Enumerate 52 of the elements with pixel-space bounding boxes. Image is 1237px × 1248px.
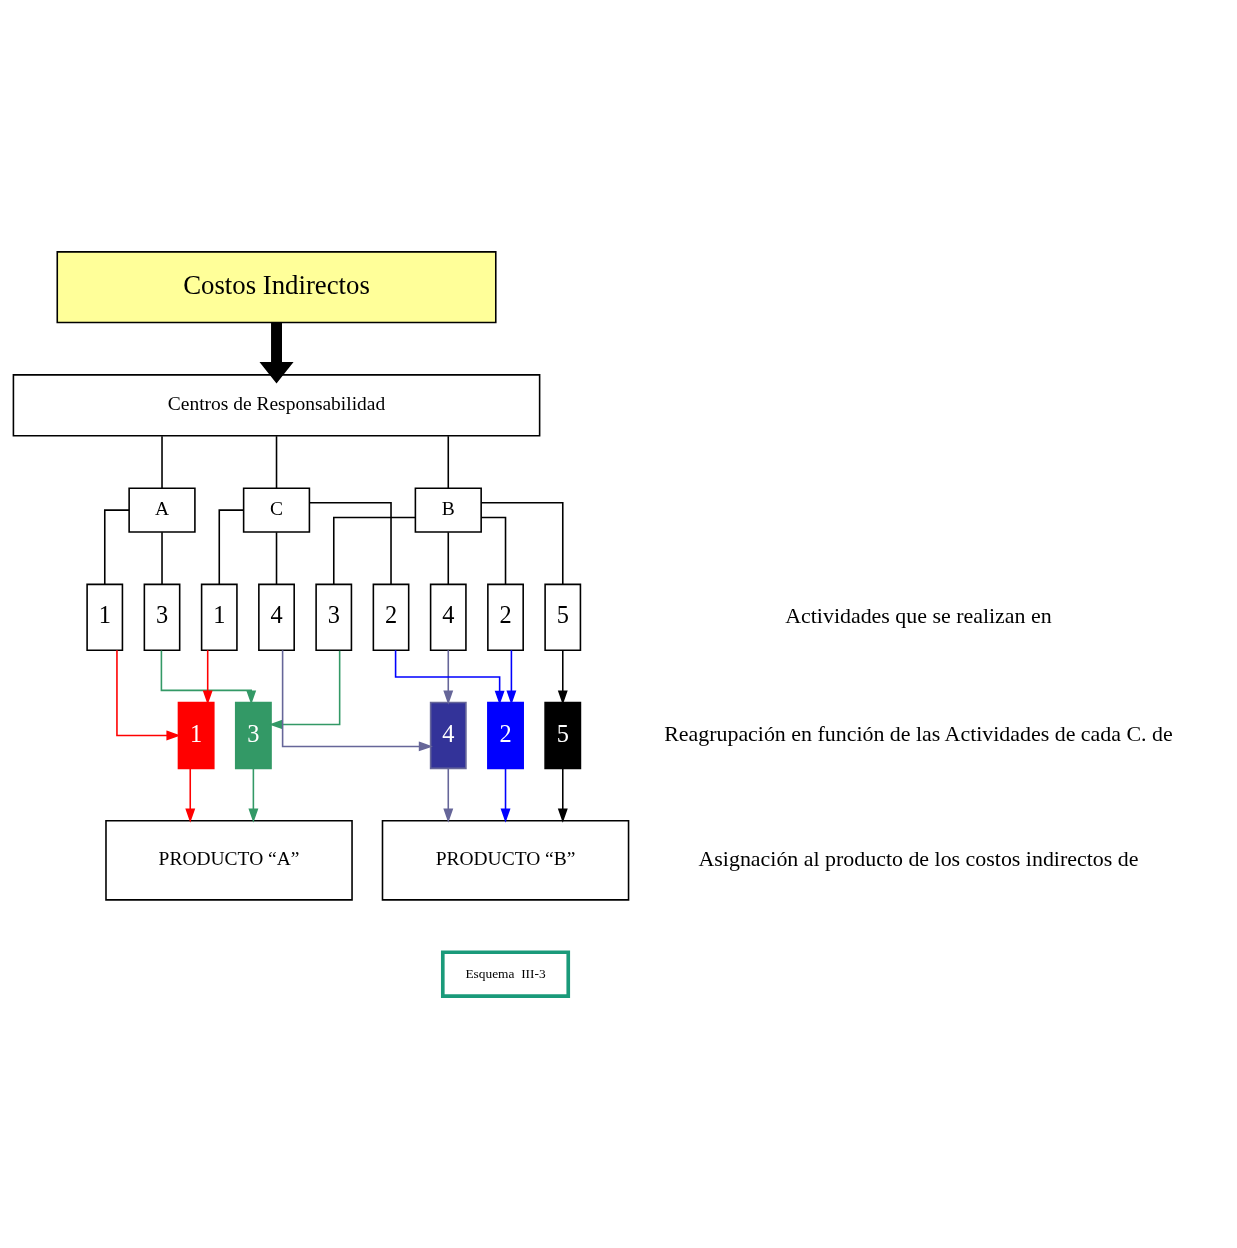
node-box: 5 bbox=[544, 583, 582, 651]
node-box: 4 bbox=[429, 583, 467, 651]
arrow bbox=[557, 767, 568, 823]
connector bbox=[332, 516, 416, 585]
label: Actividades que se realizan en bbox=[785, 602, 1052, 628]
arrow bbox=[259, 322, 294, 384]
connector bbox=[275, 435, 278, 489]
label: Asignación al producto de los costos indirectos de bbox=[698, 845, 1139, 871]
arrow bbox=[506, 649, 517, 705]
node-box: 4 bbox=[258, 583, 295, 651]
node-box: Esquema III-3 bbox=[440, 950, 571, 998]
node-box: C bbox=[242, 487, 311, 533]
arrow bbox=[443, 649, 454, 705]
arrow bbox=[248, 767, 259, 823]
arrow bbox=[268, 649, 341, 730]
connector bbox=[480, 502, 564, 585]
connector bbox=[308, 502, 392, 585]
node-box: PRODUCTO “A” bbox=[105, 819, 353, 901]
node-box: 2 bbox=[487, 701, 524, 770]
node-box: 2 bbox=[372, 583, 410, 651]
node-box: 3 bbox=[143, 583, 181, 651]
arrow bbox=[116, 649, 181, 741]
connector bbox=[447, 531, 450, 585]
node-box: 1 bbox=[200, 583, 238, 651]
arrow bbox=[443, 767, 454, 823]
arrow bbox=[500, 767, 511, 823]
arrow bbox=[557, 649, 568, 705]
node-box: 2 bbox=[487, 583, 524, 651]
node-box: PRODUCTO “B” bbox=[381, 819, 630, 901]
connector bbox=[218, 509, 245, 585]
node-box: 4 bbox=[429, 701, 467, 770]
node-box: A bbox=[128, 487, 196, 533]
connector bbox=[275, 531, 278, 585]
connector bbox=[161, 435, 163, 489]
arrow bbox=[281, 649, 433, 752]
node-box: 5 bbox=[544, 701, 582, 770]
arrow bbox=[202, 649, 213, 705]
arrow bbox=[394, 649, 505, 705]
connector bbox=[480, 516, 507, 585]
arrow bbox=[160, 649, 257, 705]
node-box: B bbox=[414, 487, 482, 533]
connector bbox=[161, 531, 163, 585]
label: Reagrupación en función de las Actividades de cada C. de bbox=[664, 720, 1173, 746]
node-box: 3 bbox=[234, 701, 272, 770]
connector bbox=[103, 509, 130, 585]
node-box: Costos Indirectos bbox=[56, 251, 497, 324]
node-box: 1 bbox=[177, 701, 215, 770]
arrow bbox=[185, 767, 196, 823]
node-box: 1 bbox=[86, 583, 124, 651]
connector bbox=[447, 435, 450, 489]
node-box: 3 bbox=[315, 583, 353, 651]
node-box: Centros de Responsabilidad bbox=[12, 374, 541, 437]
